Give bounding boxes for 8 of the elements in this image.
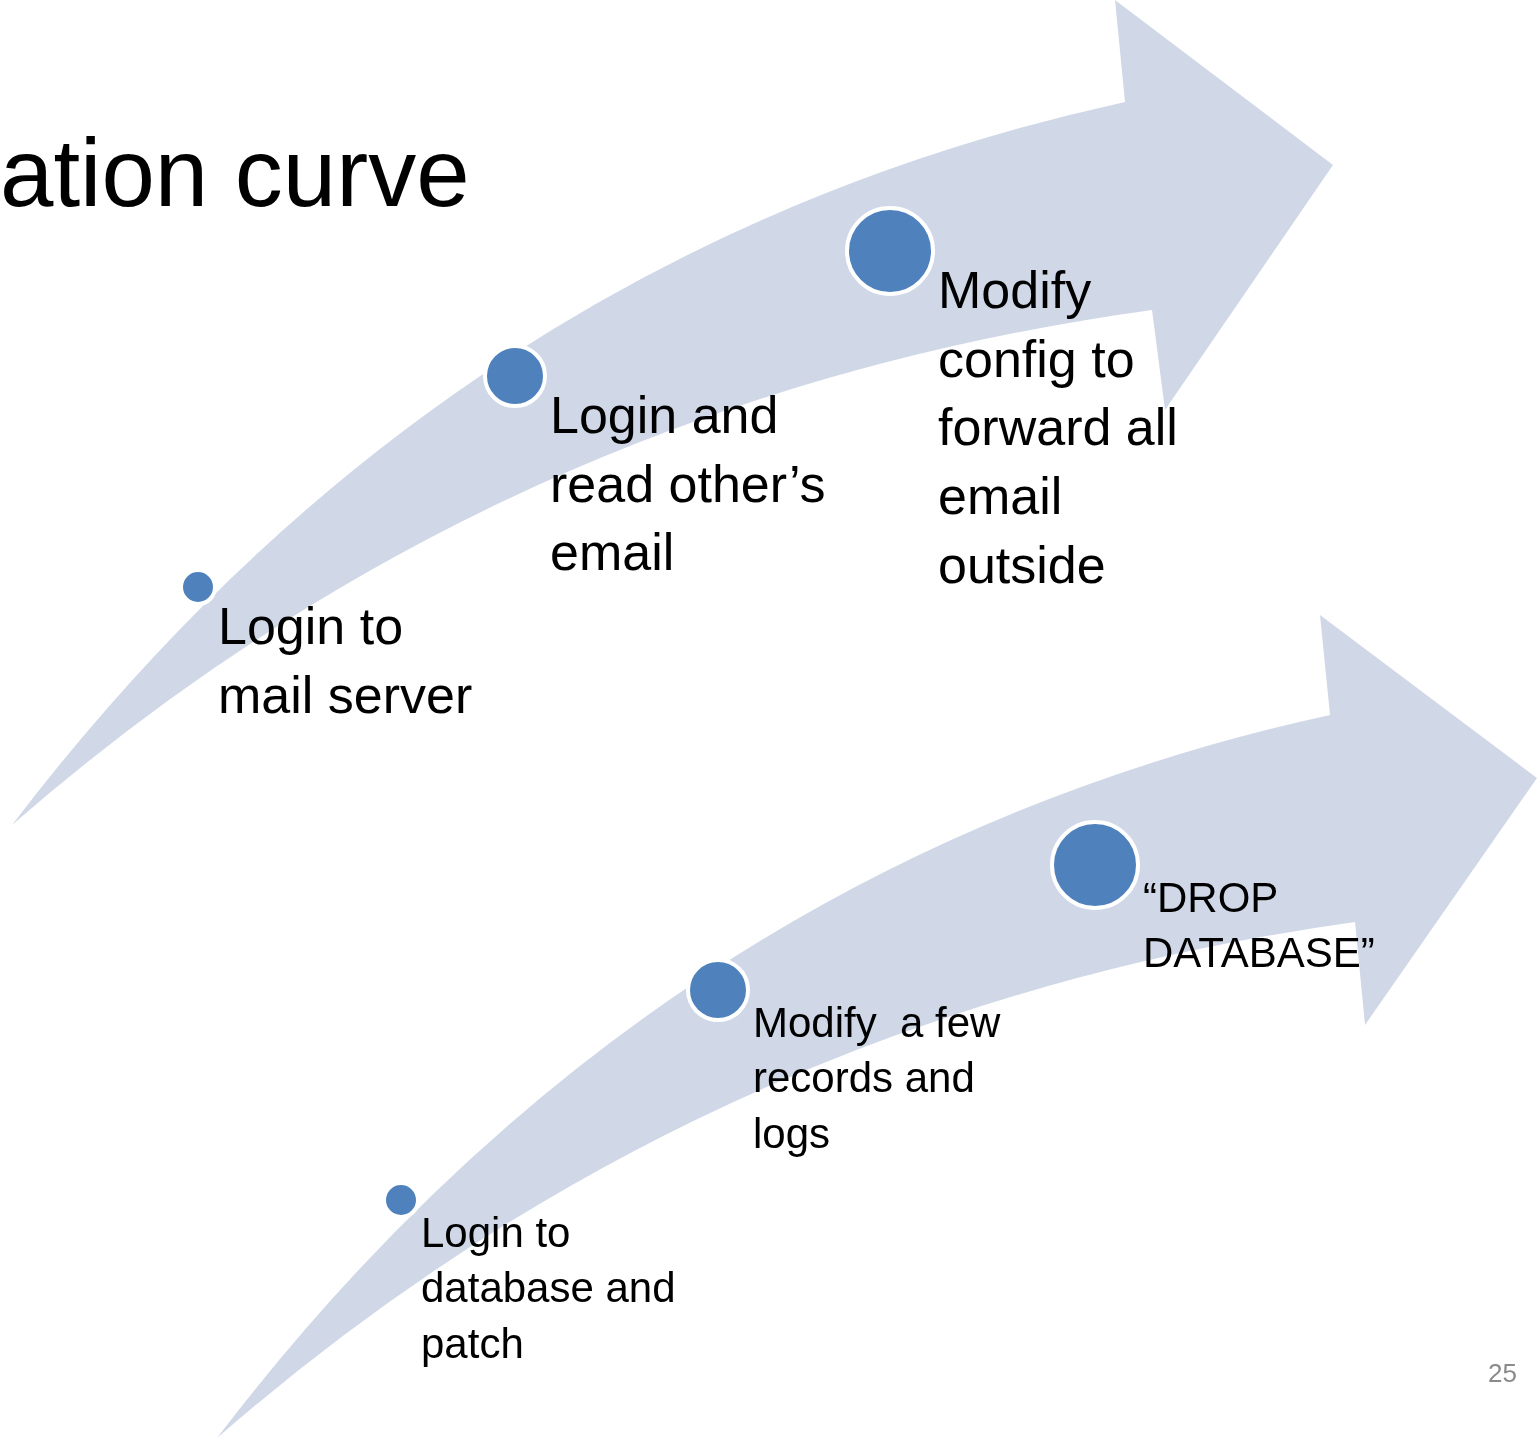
slide-title: ation curve bbox=[0, 120, 470, 226]
step-label: Modify a few records and logs bbox=[753, 998, 1002, 1159]
step-label: Login to mail server bbox=[218, 596, 474, 726]
step-label: Login to database and patch bbox=[421, 1208, 677, 1369]
page-number: 25 bbox=[1488, 1358, 1517, 1389]
step-label: Login and read other’s email bbox=[550, 385, 827, 584]
step-label: “DROP DATABASE” bbox=[1143, 873, 1376, 979]
step-label: Modify config to forward all email outside bbox=[938, 260, 1179, 596]
